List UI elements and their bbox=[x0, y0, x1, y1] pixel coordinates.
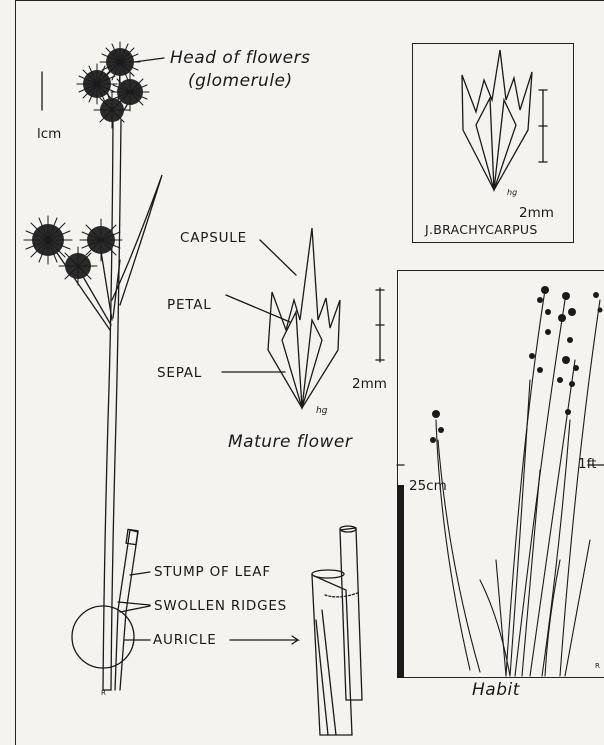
auricle-detail bbox=[312, 526, 362, 735]
sepal-label: SEPAL bbox=[157, 365, 202, 381]
artist-mark-main: hg bbox=[316, 406, 327, 416]
scale-1cm-label: lcm bbox=[37, 126, 61, 142]
petal-label: PETAL bbox=[167, 297, 212, 313]
glomerule-label: (glomerule) bbox=[188, 71, 293, 91]
main-stem bbox=[55, 72, 162, 690]
initial-plant: R bbox=[101, 689, 106, 697]
scale-1ft-label: 1ft bbox=[578, 456, 596, 472]
scale-bar-25cm bbox=[397, 485, 404, 678]
inset-title-label: J.BRACHYCARPUS bbox=[425, 222, 538, 237]
mature-flower-caption: Mature flower bbox=[228, 432, 352, 452]
auricle-label: AURICLE bbox=[153, 632, 217, 648]
stump-of-leaf-label: STUMP OF LEAF bbox=[154, 564, 271, 580]
scale-25cm-label: 25cm bbox=[409, 478, 447, 494]
swollen-ridges-label: SWOLLEN RIDGES bbox=[154, 598, 287, 614]
habit-caption: Habit bbox=[472, 680, 520, 700]
artist-mark-inset: hg bbox=[507, 188, 517, 197]
habit-frame bbox=[397, 270, 604, 678]
flower-heads bbox=[24, 42, 149, 285]
capsule-label: CAPSULE bbox=[180, 230, 247, 246]
head-of-flowers-label: Head of flowers bbox=[170, 48, 310, 68]
initial-habit: R bbox=[595, 662, 600, 670]
scale-2mm-main-label: 2mm bbox=[352, 376, 387, 392]
scale-2mm-inset-label: 2mm bbox=[519, 205, 554, 221]
